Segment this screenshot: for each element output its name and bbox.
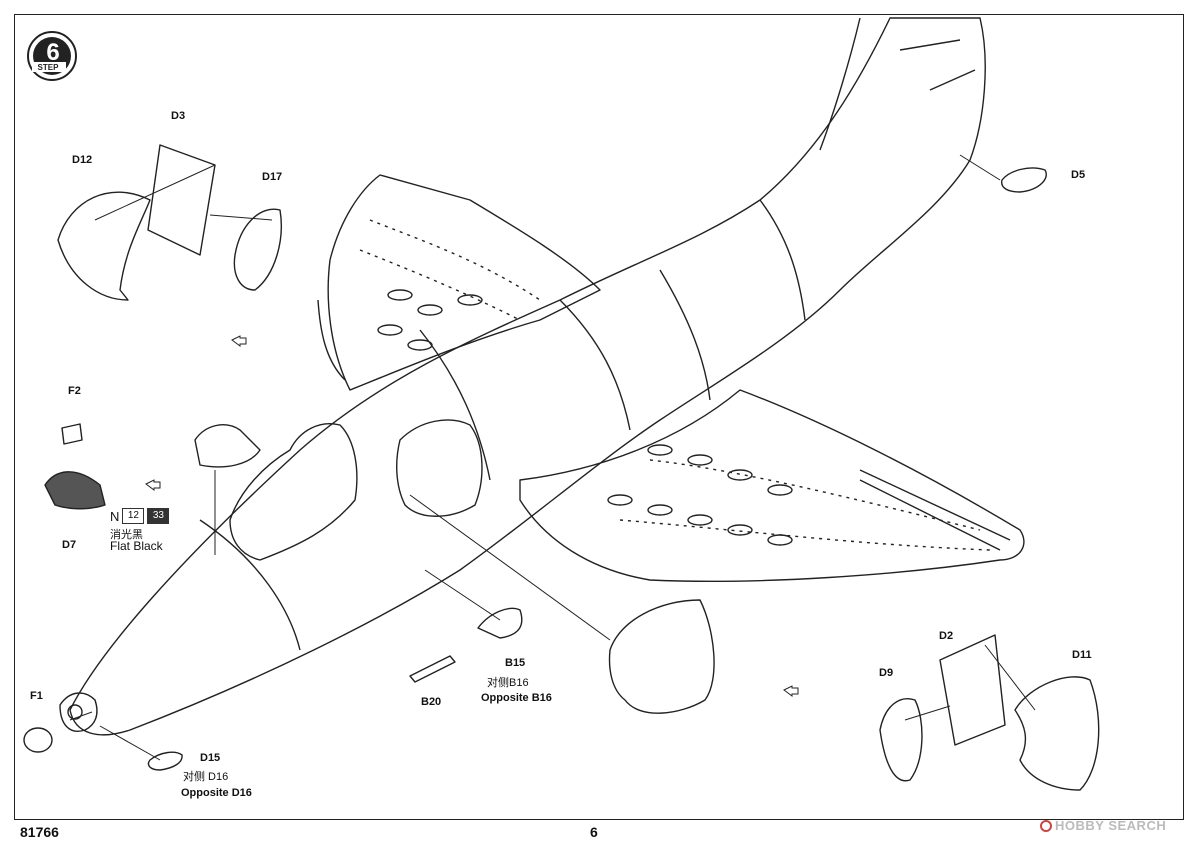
watermark: HOBBY SEARCH xyxy=(1040,818,1166,833)
label-b15: B15 xyxy=(505,657,526,669)
label-b15-cn: 对侧B16 xyxy=(487,677,529,689)
page-frame xyxy=(14,14,1184,820)
part-d15-shape xyxy=(147,751,183,771)
part-d5-shape xyxy=(1001,167,1047,193)
label-d11: D11 xyxy=(1072,649,1092,661)
label-d9: D9 xyxy=(879,667,894,679)
part-d12-shape xyxy=(57,191,151,301)
part-d7-shape xyxy=(44,471,106,510)
cockpit xyxy=(229,423,358,561)
left-wing xyxy=(327,174,601,391)
label-d7: D7 xyxy=(62,539,77,551)
step-label: STEP xyxy=(38,63,60,72)
label-d17: D17 xyxy=(262,171,283,183)
right-wing xyxy=(519,389,1025,582)
paint-code: N xyxy=(110,508,120,524)
label-f2: F2 xyxy=(68,385,81,397)
step-badge: 6 STEP xyxy=(26,30,78,82)
paint-callout: N 12 33 xyxy=(110,508,170,524)
paint-name-cn: 消光黑 xyxy=(110,529,143,541)
label-d2: D2 xyxy=(939,630,954,642)
paint-num2: 33 xyxy=(147,508,170,524)
part-d2-shape xyxy=(939,634,1006,746)
part-d3-shape xyxy=(147,144,216,256)
paint-name-en: Flat Black xyxy=(110,539,163,553)
part-d9-shape xyxy=(879,698,923,782)
page-number: 6 xyxy=(590,824,598,840)
part-f1-shape xyxy=(23,727,53,753)
label-d3: D3 xyxy=(171,110,186,122)
label-d5: D5 xyxy=(1071,169,1086,181)
watermark-logo-icon xyxy=(1040,819,1052,832)
label-b20: B20 xyxy=(421,696,442,708)
fuselage-outline xyxy=(69,17,986,736)
label-d15-cn: 对侧 D16 xyxy=(183,771,229,783)
watermark-text: HOBBY SEARCH xyxy=(1055,818,1167,833)
label-d15: D15 xyxy=(200,752,221,764)
label-d12: D12 xyxy=(72,154,93,166)
part-f2-shape xyxy=(61,423,83,445)
label-b15-en: Opposite B16 xyxy=(481,692,552,704)
part-d17-shape xyxy=(233,208,282,291)
step-number: 6 xyxy=(46,39,59,66)
label-d15-en: Opposite D16 xyxy=(181,787,252,799)
paint-num1: 12 xyxy=(122,508,145,524)
intake xyxy=(396,419,483,517)
part-b15-shape xyxy=(477,607,523,639)
nose xyxy=(59,692,98,732)
tail-fin xyxy=(819,17,976,151)
product-code: 81766 xyxy=(20,824,59,840)
part-b20-shape xyxy=(409,655,456,683)
part-d11-shape xyxy=(1014,676,1100,791)
intake-cover xyxy=(608,599,715,714)
label-f1: F1 xyxy=(30,690,43,702)
